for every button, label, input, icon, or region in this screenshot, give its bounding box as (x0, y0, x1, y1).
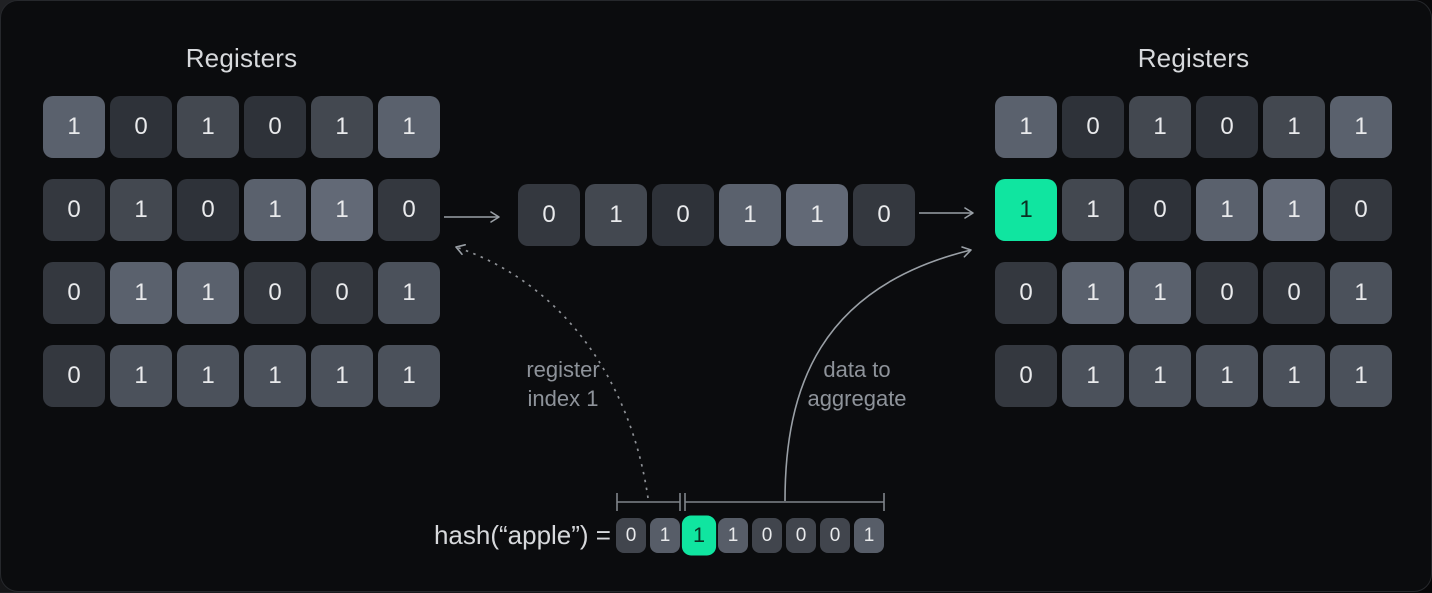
register-cell: 0 (43, 179, 105, 241)
register-cell: 0 (752, 518, 782, 553)
register-cell: 1 (1129, 96, 1191, 158)
register-cell: 1 (1062, 262, 1124, 324)
register-cell: 0 (110, 96, 172, 158)
register-cell: 0 (1062, 96, 1124, 158)
register-cell: 0 (518, 184, 580, 246)
register-cell: 1 (786, 184, 848, 246)
register-cell: 1 (1263, 96, 1325, 158)
register-cell: 1 (1196, 345, 1258, 407)
register-cell: 1 (585, 184, 647, 246)
register-cell: 0 (652, 184, 714, 246)
register-cell: 1 (650, 518, 680, 553)
data-to-aggregate-label-line1: data to (823, 357, 891, 382)
register-cell: 1 (1330, 345, 1392, 407)
register-cell: 1 (177, 262, 239, 324)
register-cell: 1 (378, 345, 440, 407)
register-cell: 0 (616, 518, 646, 553)
highlighted-register-cell: 1 (681, 515, 717, 556)
register-cell: 1 (311, 179, 373, 241)
register-cell: 1 (110, 345, 172, 407)
register-cell: 0 (1330, 179, 1392, 241)
register-cell: 0 (1263, 262, 1325, 324)
register-cell: 1 (719, 184, 781, 246)
register-cell: 1 (1062, 179, 1124, 241)
register-cell: 1 (1263, 345, 1325, 407)
register-cell: 1 (1263, 179, 1325, 241)
register-cell: 1 (1196, 179, 1258, 241)
register-cell: 1 (177, 345, 239, 407)
register-cell: 0 (1196, 96, 1258, 158)
register-cell: 0 (311, 262, 373, 324)
register-cell: 1 (854, 518, 884, 553)
register-cell: 1 (1330, 262, 1392, 324)
register-cell: 1 (995, 96, 1057, 158)
register-cell: 0 (244, 262, 306, 324)
register-cell: 1 (1062, 345, 1124, 407)
register-cell: 0 (378, 179, 440, 241)
register-cell: 1 (311, 345, 373, 407)
register-index-label: register index 1 (478, 355, 648, 413)
register-index-label-line2: index 1 (527, 386, 599, 411)
register-cell: 1 (1129, 345, 1191, 407)
register-cell: 0 (853, 184, 915, 246)
register-cell: 0 (995, 262, 1057, 324)
register-cell: 1 (177, 96, 239, 158)
register-cell: 1 (110, 262, 172, 324)
data-to-aggregate-label: data to aggregate (772, 355, 942, 413)
register-cell: 0 (786, 518, 816, 553)
register-cell: 1 (43, 96, 105, 158)
left-registers-title: Registers (185, 43, 298, 73)
register-cell: 1 (1129, 262, 1191, 324)
register-cell: 1 (378, 262, 440, 324)
register-cell: 0 (43, 262, 105, 324)
register-cell: 1 (718, 518, 748, 553)
register-cell: 0 (43, 345, 105, 407)
data-to-aggregate-label-line2: aggregate (807, 386, 907, 411)
register-cell: 1 (244, 179, 306, 241)
right-registers-title: Registers (1137, 43, 1250, 73)
register-cell: 0 (820, 518, 850, 553)
register-cell: 1 (244, 345, 306, 407)
hash-bits-bracket (616, 493, 885, 511)
register-cell: 0 (1196, 262, 1258, 324)
register-cell: 1 (378, 96, 440, 158)
highlighted-register-cell: 1 (995, 179, 1057, 241)
register-cell: 0 (244, 96, 306, 158)
register-cell: 1 (311, 96, 373, 158)
register-cell: 0 (177, 179, 239, 241)
register-index-label-line1: register (526, 357, 600, 382)
register-cell: 0 (995, 345, 1057, 407)
hash-apple-label: hash(“apple”) = (433, 520, 611, 550)
register-cell: 1 (110, 179, 172, 241)
register-cell: 1 (1330, 96, 1392, 158)
register-cell: 0 (1129, 179, 1191, 241)
